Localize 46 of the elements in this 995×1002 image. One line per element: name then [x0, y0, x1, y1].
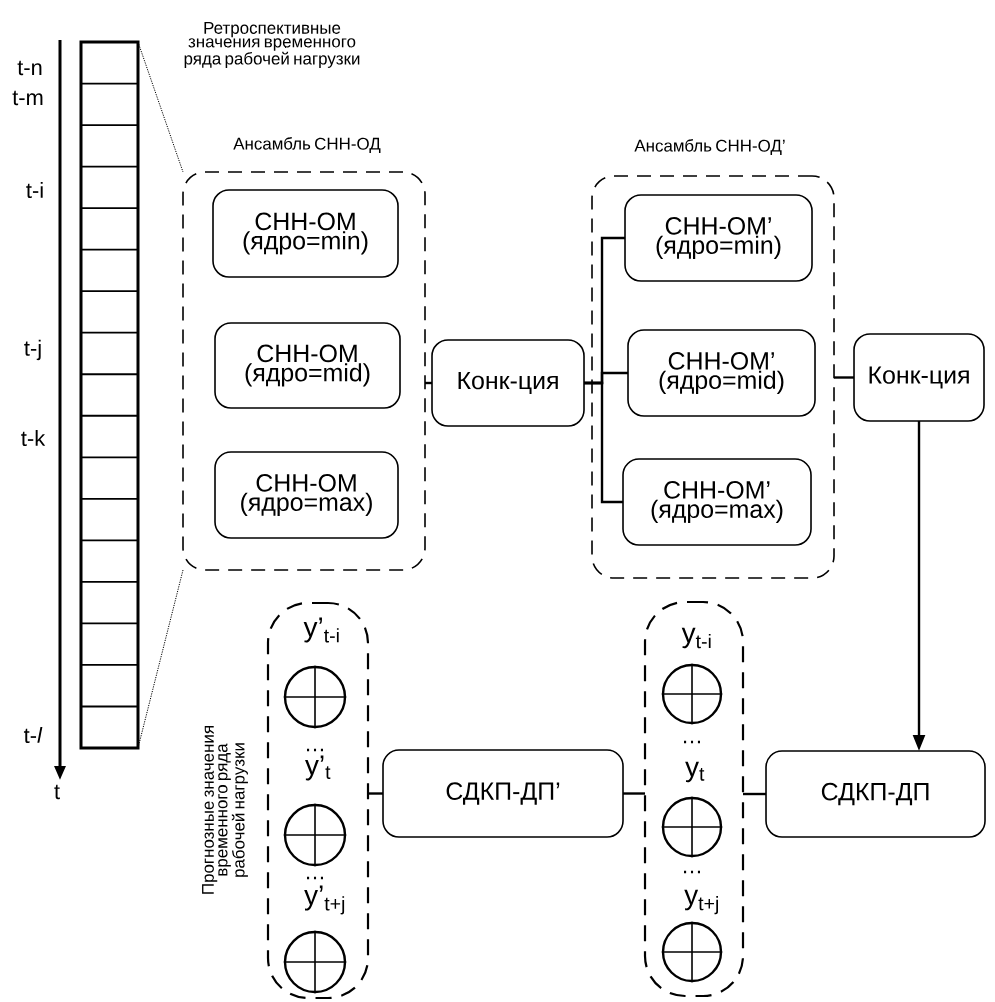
variable-label: y’$_{t}$ — [305, 755, 331, 781]
process-box: СДКП-ДП’ — [382, 749, 624, 838]
time-label: t-m — [12, 90, 43, 106]
process-box: СДКП-ДП — [765, 750, 986, 838]
time-label: t-j — [24, 339, 41, 361]
leader-line — [137, 41, 184, 173]
connector-line — [834, 376, 854, 379]
summation-circle — [283, 803, 347, 867]
process-box: СНН-ОМ’ (ядро=mid) — [627, 329, 816, 417]
process-box: СНН-ОМ’ (ядро=min) — [624, 194, 813, 282]
time-label: t-l — [23, 726, 43, 744]
ellipsis: … — [307, 748, 323, 752]
variable-label: y$_{t-i}$ — [681, 627, 711, 649]
variable-label: y$_{t}$ — [685, 761, 705, 783]
variable-label: y$_{t+j}$ — [684, 889, 718, 915]
process-box: СНН-ОМ’ (ядро=max) — [622, 458, 812, 546]
axis-label: t — [54, 784, 60, 800]
ellipsis: … — [307, 876, 323, 880]
connector-line — [368, 792, 383, 795]
connector-line — [743, 792, 766, 796]
time-series-column — [79, 40, 140, 750]
summation-circle — [283, 665, 347, 729]
process-box: СНН-ОМ (ядро=max) — [214, 451, 399, 539]
time-label: t-k — [21, 429, 46, 447]
variable-label: y’$_{t+j}$ — [304, 885, 345, 915]
ellipsis: … — [684, 740, 700, 744]
summation-circle — [661, 663, 723, 725]
connector-line — [623, 792, 645, 795]
heading: Ретроспективные значения временного ряда рабочей нагрузки — [184, 22, 360, 68]
ellipsis: … — [684, 870, 700, 874]
summation-circle — [283, 930, 347, 994]
summation-circle — [661, 796, 723, 858]
process-box: Конк-ция — [853, 333, 985, 422]
summation-circle — [661, 921, 723, 983]
heading: Ансамбль СНН-ОД’ — [634, 139, 785, 155]
variable-label: y’$_{t-i}$ — [303, 617, 339, 643]
time-label: t-n — [17, 60, 42, 76]
process-box: СНН-ОМ (ядро=min) — [212, 189, 399, 278]
time-label: t-i — [26, 181, 43, 199]
leader-line — [137, 569, 184, 749]
process-box: СНН-ОМ (ядро=mid) — [214, 322, 401, 409]
connector-line — [584, 381, 623, 504]
heading: Ансамбль СНН-ОД — [233, 137, 381, 153]
connector-line — [425, 381, 432, 385]
process-box: Конк-ция — [431, 339, 585, 427]
axis-caption: Прогнозные значения временного ряда рабочей нагрузки — [202, 726, 248, 894]
